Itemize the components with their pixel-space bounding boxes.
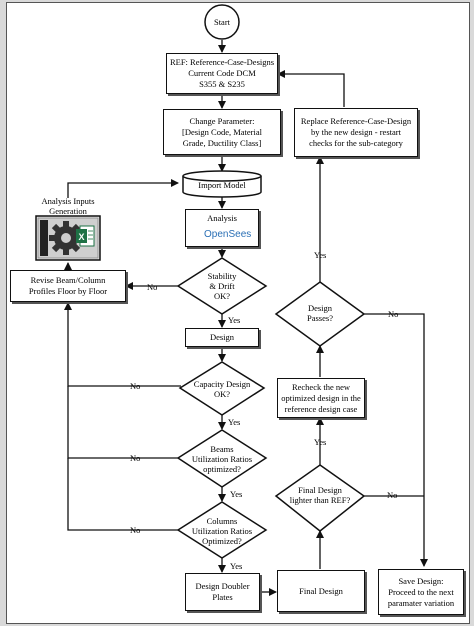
passes-no-label: No [388, 309, 399, 319]
replace-ref-box: Replace Reference-Case-Design by the new… [294, 108, 418, 157]
change-parameter-box: Change Parameter: [Design Code, Material… [163, 109, 281, 155]
import-model-cylinder [182, 170, 262, 198]
design-box: Design [185, 328, 259, 347]
stability-yes-label: Yes [228, 315, 241, 325]
columns-label: Columns Utilization Ratios Optimized? [191, 516, 253, 546]
capacity-yes-label: Yes [228, 417, 241, 427]
beams-yes-label: Yes [230, 489, 243, 499]
passes-yes-label: Yes [314, 250, 327, 260]
import-model-label: Import Model [198, 180, 246, 190]
excel-icon: X [76, 225, 95, 247]
recheck-box: Recheck the new optimized design in the … [277, 378, 365, 418]
lighter-label: Final Design lighter than REF? [289, 485, 351, 505]
doubler-plates-box: Design Doubler Plates [185, 573, 260, 611]
beams-diamond [176, 429, 268, 488]
analysis-inputs-icon-panel: X [35, 215, 101, 261]
ref-designs-box: REF: Reference-Case-Designs Current Code… [166, 53, 278, 94]
svg-text:X: X [78, 232, 84, 242]
revise-profiles-box: Revise Beam/Column Profiles Floor by Flo… [10, 270, 126, 302]
final-design-box: Final Design [277, 570, 365, 612]
stability-label: Stability & Drift OK? [207, 271, 237, 301]
capacity-label: Capacity Design OK? [193, 379, 251, 399]
lighter-yes-label: Yes [314, 437, 327, 447]
lighter-diamond [274, 464, 366, 532]
stability-no-label: No [147, 282, 158, 292]
passes-label: Design Passes? [307, 303, 333, 323]
start-label: Start [213, 17, 231, 27]
analysis-box: Analysis [185, 209, 259, 247]
columns-diamond [176, 501, 268, 559]
save-design-box: Save Design: Proceed to the next paramat… [378, 569, 464, 615]
columns-yes-label: Yes [230, 561, 243, 571]
analysis-label: Analysis [207, 213, 237, 223]
capacity-diamond [178, 361, 266, 416]
lighter-no-label: No [387, 490, 398, 500]
analysis-inputs-label: Analysis Inputs Generation [41, 196, 95, 216]
columns-no-label: No [130, 525, 141, 535]
capacity-no-label: No [130, 381, 141, 391]
opensees-label: OpenSees [204, 229, 252, 240]
beams-no-label: No [130, 453, 141, 463]
gear-icon [49, 221, 83, 255]
stability-diamond [176, 257, 268, 315]
beams-label: Beams Utilization Ratios optimized? [191, 444, 253, 474]
start-circle [204, 4, 240, 40]
passes-diamond [274, 281, 366, 347]
